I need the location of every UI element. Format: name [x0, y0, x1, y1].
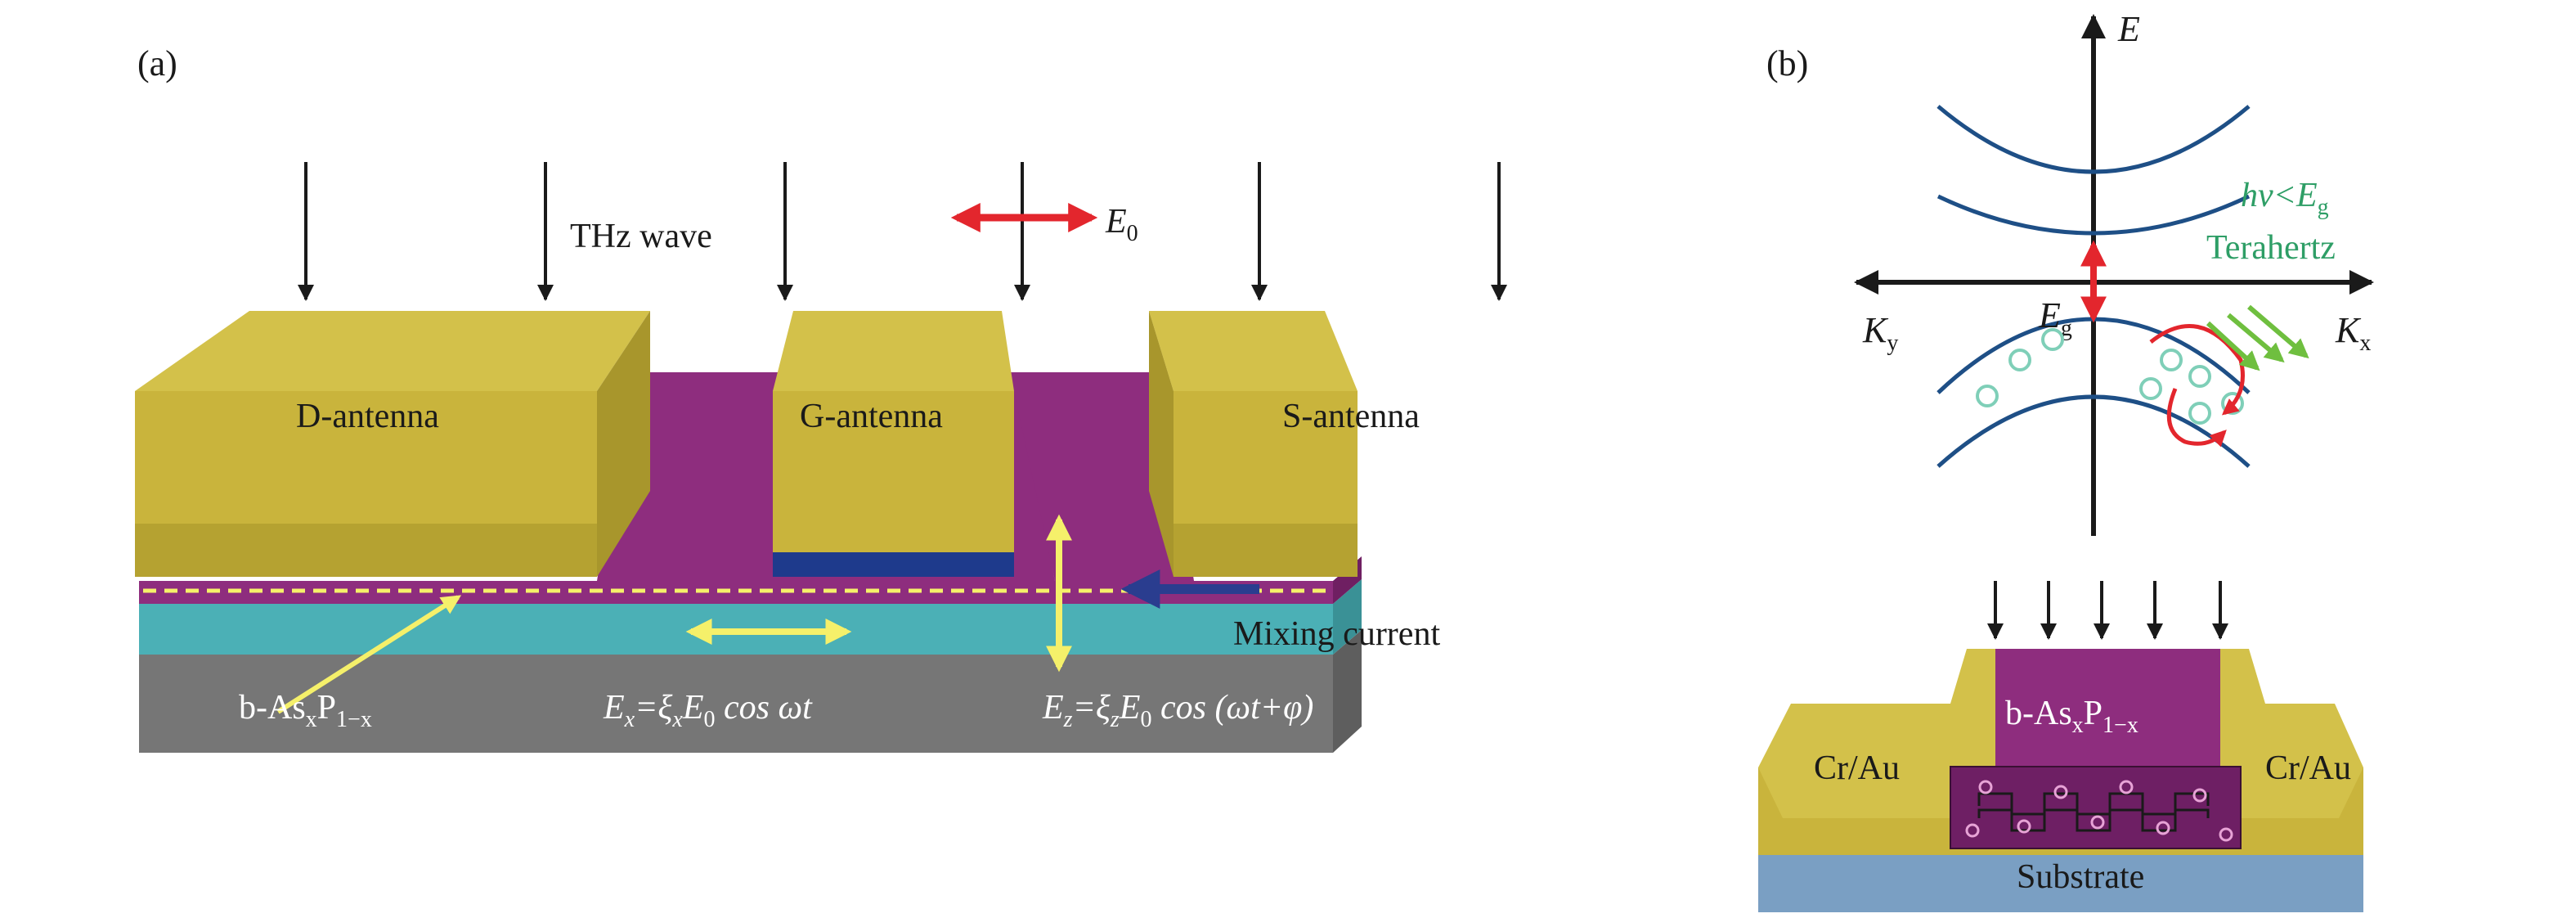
cr-au-left-contact: [1758, 649, 2012, 855]
device-cross-section: [1758, 649, 2363, 912]
device-incident-arrows: [1987, 581, 2228, 640]
ex-formula: Ex=ξxE0 cos ωt: [603, 689, 813, 732]
thz-wave-label: THz wave: [570, 218, 712, 255]
conduction-band-lower: [1936, 194, 2251, 236]
s-antenna-top: [1149, 311, 1358, 391]
conduction-band-upper: [1936, 105, 2251, 174]
s-antenna-label: S-antenna: [1282, 398, 1420, 435]
material-pointer-arrow: [276, 595, 462, 714]
interdigitated-region: [1950, 766, 2242, 849]
photon-energy-label: hv<Eg: [2241, 177, 2329, 220]
interdigitated-electrodes: [1977, 792, 2210, 816]
e0-label: E0: [1105, 203, 1138, 246]
valence-band-lower: [1936, 394, 2251, 468]
relaxation-arrow: [2166, 388, 2227, 448]
cr-au-right-contact: [2208, 649, 2363, 855]
panel-b: (b) E Ky Kx Eg: [1758, 9, 2374, 912]
eg-label: Eg: [2038, 295, 2072, 341]
carrier-circles: [1976, 328, 2244, 425]
terahertz-photon-arrows: [2206, 304, 2309, 371]
cr-au-left-label: Cr/Au: [1814, 749, 1900, 787]
panel-b-tag: (b): [1766, 43, 1808, 83]
material-label-b: b-AsxP1−x: [2005, 695, 2138, 738]
e-axis-label: E: [2117, 9, 2140, 49]
substrate-layer: [1758, 855, 2363, 912]
channel-carriers: [1965, 780, 2233, 842]
substrate-label: Substrate: [2017, 858, 2144, 896]
cr-au-right-label: Cr/Au: [2265, 749, 2351, 787]
excitation-arrow: [2149, 324, 2245, 416]
g-antenna-label: G-antenna: [800, 398, 943, 435]
material-label-a: b-AsxP1−x: [239, 689, 372, 732]
ky-label: Ky: [1862, 310, 1898, 356]
terahertz-label: Terahertz: [2206, 229, 2336, 267]
thz-wave-arrows: [298, 162, 1507, 301]
ez-formula: Ez=ξzE0 cos (ωt+φ): [1042, 689, 1313, 732]
panel-a-tag: (a): [137, 43, 177, 83]
kx-label: Kx: [2335, 310, 2371, 356]
g-antenna-block: G-antenna: [773, 311, 1014, 577]
mixing-current-label: Mixing current: [1233, 615, 1440, 653]
d-antenna-block: D-antenna: [135, 311, 650, 577]
panel-a: (a) D-antenna: [135, 43, 1507, 753]
d-antenna-label: D-antenna: [296, 398, 439, 435]
